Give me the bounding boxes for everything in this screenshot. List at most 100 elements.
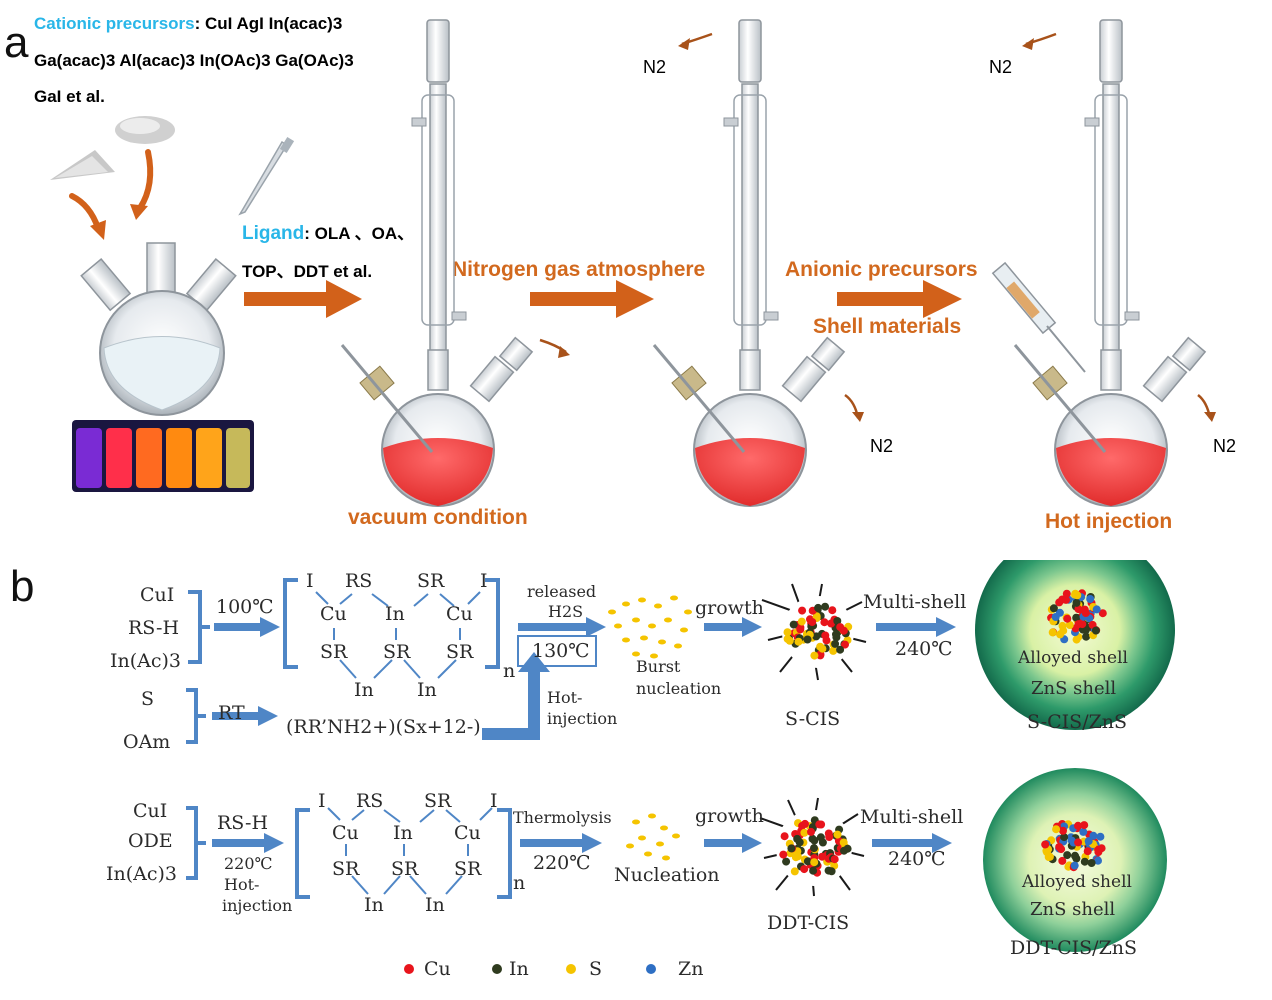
- atom-dot: [831, 639, 840, 648]
- hot-injection-arrow-icon: [482, 652, 550, 740]
- step3-title-2: Shell materials: [813, 315, 962, 338]
- atom-dot: [791, 853, 800, 862]
- panel-a-letter: a: [4, 18, 29, 67]
- legend-swatches: [404, 964, 656, 974]
- atom-dot: [812, 632, 821, 641]
- condition-rsh: RS-H: [217, 812, 269, 834]
- atom-dot: [814, 603, 823, 612]
- atom-dot: [790, 867, 799, 876]
- shell-temp-label: 240℃: [895, 638, 953, 660]
- atom-dot: [1058, 856, 1067, 865]
- atom-dot: [820, 618, 829, 627]
- atom-dot: [803, 857, 812, 866]
- atom-dot: [1082, 632, 1091, 641]
- h2s-label: H2S: [548, 602, 584, 621]
- thermolysis-temp: 220℃: [533, 852, 591, 874]
- nucleation-label: Nucleation: [614, 864, 720, 886]
- atom-dot: [815, 820, 824, 829]
- atom-dot: [1060, 833, 1069, 842]
- panel-b-letter: b: [10, 562, 35, 611]
- atom-dot: [794, 637, 803, 646]
- legend-in-label: In: [509, 958, 529, 980]
- atom-cu-2: Cu: [446, 603, 473, 625]
- nuclei-dots-icon-2: [626, 813, 680, 861]
- syringe-icon: [991, 261, 1086, 373]
- process-arrow-icon-2: [530, 280, 654, 318]
- atom-rs: RS: [345, 570, 373, 592]
- legend-cu-label: Cu: [424, 958, 451, 980]
- process-arrow-icon: [244, 280, 362, 318]
- atom2-sr: SR: [424, 790, 452, 812]
- atom-dot: [1083, 847, 1092, 856]
- atom-dot: [1087, 859, 1096, 867]
- cationic-list-3: GaI et al.: [34, 87, 105, 106]
- ddtcis-zns-core-atoms: [1041, 820, 1106, 872]
- atom-dot: [1057, 845, 1066, 854]
- atom-dot: [824, 866, 833, 875]
- reagent-ode: ODE: [128, 830, 173, 852]
- atom-dot: [1091, 626, 1100, 635]
- atom-dot: [782, 857, 791, 866]
- legend-s-dot: [566, 964, 576, 974]
- atom-i: I: [306, 570, 314, 592]
- atom2-in: In: [393, 822, 413, 844]
- atom-dot: [816, 651, 825, 660]
- atom2-i: I: [318, 790, 326, 812]
- atom2-in-bottom-2: In: [425, 894, 445, 916]
- atom-dot: [843, 844, 852, 853]
- core-shell-particle-icon: [975, 560, 1175, 730]
- atom-dot: [789, 620, 798, 629]
- fluorescent-vials-icon: [72, 420, 254, 492]
- atom-dot: [1044, 853, 1053, 861]
- zns-shell-label-2: ZnS shell: [1030, 899, 1116, 920]
- gas-flow-arrowhead-icon: [558, 38, 1216, 422]
- atom-dot: [1074, 605, 1083, 614]
- atom-dot: [810, 858, 819, 867]
- atom-dot: [807, 827, 815, 836]
- atom-dot: [1062, 589, 1071, 598]
- atom-cu: Cu: [320, 603, 347, 625]
- atom-dot: [793, 834, 802, 843]
- condition-220c: 220℃: [224, 854, 273, 873]
- powder-pile-icon-2: [115, 116, 175, 144]
- atom-dot: [810, 836, 819, 845]
- atom-dot: [1074, 838, 1083, 847]
- polymer-subscript-2: n: [513, 872, 526, 894]
- atom-dot: [1055, 598, 1064, 607]
- n2-label-3: N2: [870, 436, 894, 456]
- zns-shell-label: ZnS shell: [1031, 678, 1117, 699]
- powder-pile-icon: [50, 150, 115, 180]
- atom-dot: [818, 838, 827, 847]
- atom2-sr-3: SR: [454, 858, 482, 880]
- condition-rt: RT: [218, 702, 245, 724]
- product-scis: S-CIS: [785, 708, 841, 730]
- atom-dot: [1048, 628, 1057, 637]
- atom-sr: SR: [417, 570, 445, 592]
- multishell-label: Multi-shell: [863, 591, 967, 613]
- atom-dot: [810, 844, 818, 853]
- atom-dot: [832, 633, 841, 642]
- atom-sr-1: SR: [320, 641, 348, 663]
- hot-injection-label-2: injection: [547, 709, 618, 728]
- atom-dot: [833, 830, 842, 839]
- atom-dot: [780, 832, 789, 841]
- reaction-arrow-icon: [212, 617, 956, 853]
- atom-dot: [836, 623, 845, 632]
- atom-dot: [783, 628, 792, 637]
- n2-label-1: N2: [643, 57, 667, 77]
- panel-b-graphics: [186, 560, 1175, 974]
- shell-temp-label-2: 240℃: [888, 848, 946, 870]
- complex-bracket-icon: [283, 578, 512, 899]
- atom-dot: [1072, 613, 1081, 622]
- legend-zn-dot: [646, 964, 656, 974]
- atom2-cu-2: Cu: [454, 822, 481, 844]
- reagent-cui: CuI: [140, 584, 175, 606]
- ligand-label: Ligand: [242, 223, 305, 244]
- thermolysis-label: Thermolysis: [513, 808, 612, 827]
- atom-dot: [1072, 598, 1081, 607]
- legend-s-label: S: [589, 958, 603, 980]
- ligand-list-1: : OLA 、OA、: [304, 224, 415, 243]
- reagent-inac-2: In(Ac)3: [106, 863, 178, 885]
- alloyed-shell-label-2: Alloyed shell: [1022, 872, 1132, 892]
